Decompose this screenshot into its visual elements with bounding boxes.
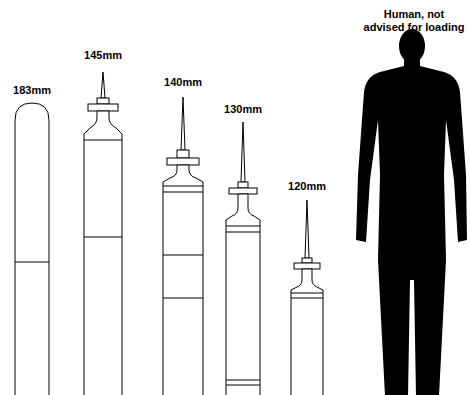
shell-183 xyxy=(15,103,49,395)
figure-label: Human, not advised for loading xyxy=(362,8,466,33)
dimension-label: 120mm xyxy=(283,180,331,193)
dimension-label: 140mm xyxy=(159,76,207,89)
human-silhouette xyxy=(356,29,467,395)
dimension-label: 130mm xyxy=(219,103,267,116)
dimension-label: 183mm xyxy=(8,84,56,97)
dimension-label: 145mm xyxy=(79,49,127,62)
